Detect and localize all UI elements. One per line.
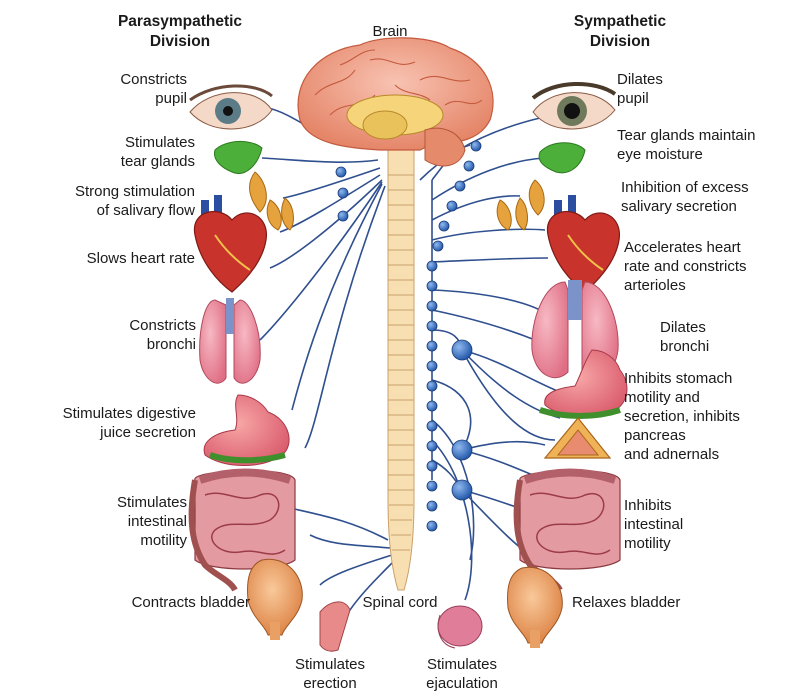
label-line: motility	[40, 531, 187, 550]
label-line: secretion, inhibits	[624, 407, 787, 426]
para-heart-label: Slows heart rate	[5, 249, 195, 268]
label-line: ejaculation	[407, 674, 517, 693]
label-line: Stimulates digestive	[5, 404, 196, 423]
label-line: Tear glands maintain	[617, 126, 787, 145]
label-line: bronchi	[660, 337, 780, 356]
brain	[298, 38, 493, 166]
symp-eye-label: Dilates pupil	[617, 70, 737, 108]
label-line: of salivary flow	[5, 201, 195, 220]
symp-lungs-label: Dilates bronchi	[660, 318, 780, 356]
label-line: Inhibits	[624, 496, 754, 515]
para-intestine-label: Stimulates intestinal motility	[40, 493, 187, 550]
label-line: juice secretion	[5, 423, 196, 442]
label-line: Constricts	[40, 70, 187, 89]
label-line: Inhibition of excess	[621, 178, 787, 197]
symp-stomach-label: Inhibits stomach motility and secretion,…	[624, 369, 787, 464]
label-line: pupil	[617, 89, 737, 108]
stomach-left	[204, 395, 289, 466]
label-line: erection	[280, 674, 380, 693]
label-line: pancreas	[624, 426, 787, 445]
label-line: Dilates	[660, 318, 780, 337]
label-line: Stimulates	[407, 655, 517, 674]
para-bladder-label: Contracts bladder	[60, 593, 250, 612]
label-line: Inhibits stomach	[624, 369, 787, 388]
para-tear-label: Stimulates tear glands	[40, 133, 195, 171]
eye-left	[190, 86, 272, 129]
lungs-left	[200, 298, 261, 383]
heading-line: Division	[540, 32, 700, 52]
label-line: motility and	[624, 388, 787, 407]
bladder-left	[248, 559, 303, 640]
symp-salivary-label: Inhibition of excess salivary secretion	[621, 178, 787, 216]
tear-gland-right	[539, 143, 585, 173]
label-line: salivary secretion	[621, 197, 787, 216]
sympathetic-division-heading: Sympathetic Division	[540, 12, 700, 52]
sympathetic-chain	[432, 145, 470, 480]
label-line: Contracts bladder	[60, 593, 250, 612]
label-line: intestinal	[40, 512, 187, 531]
spinal-cord	[388, 140, 414, 590]
brain-label: Brain	[350, 22, 430, 41]
label-line: Strong stimulation	[5, 182, 195, 201]
para-erection-label: Stimulates erection	[280, 655, 380, 693]
spinal-cord-label: Spinal cord	[350, 593, 450, 612]
heading-line: Sympathetic	[540, 12, 700, 32]
label-line: rate and constricts	[624, 257, 787, 276]
heading-line: Division	[100, 32, 260, 52]
adrenal-gland-right	[545, 418, 610, 458]
penis	[320, 602, 350, 651]
label-line: tear glands	[40, 152, 195, 171]
label-line: Slows heart rate	[5, 249, 195, 268]
label-line: pupil	[40, 89, 187, 108]
symp-heart-label: Accelerates heart rate and constricts ar…	[624, 238, 787, 295]
heart-right	[547, 195, 619, 292]
label-line: Stimulates	[40, 493, 187, 512]
label-line: motility	[624, 534, 754, 553]
parasympathetic-ganglia	[336, 167, 348, 221]
label-line: bronchi	[40, 335, 196, 354]
parasympathetic-division-heading: Parasympathetic Division	[100, 12, 260, 52]
symp-tear-label: Tear glands maintain eye moisture	[617, 126, 787, 164]
label-line: eye moisture	[617, 145, 787, 164]
symp-bladder-label: Relaxes bladder	[572, 593, 732, 612]
heading-line: Parasympathetic	[100, 12, 260, 32]
symp-intestine-label: Inhibits intestinal motility	[624, 496, 754, 553]
heart-left	[194, 195, 266, 292]
label-line: Stimulates	[40, 133, 195, 152]
label-line: arterioles	[624, 276, 787, 295]
para-salivary-label: Strong stimulation of salivary flow	[5, 182, 195, 220]
para-lungs-label: Constricts bronchi	[40, 316, 196, 354]
tear-gland-left	[214, 141, 262, 173]
label-line: Accelerates heart	[624, 238, 787, 257]
symp-ejaculation-label: Stimulates ejaculation	[407, 655, 517, 693]
label-line: Relaxes bladder	[572, 593, 732, 612]
label-line: Dilates	[617, 70, 737, 89]
para-eye-label: Constricts pupil	[40, 70, 187, 108]
salivary-glands-right	[497, 180, 544, 230]
label-line: intestinal	[624, 515, 754, 534]
label-line: Constricts	[40, 316, 196, 335]
para-stomach-label: Stimulates digestive juice secretion	[5, 404, 196, 442]
eye-right	[533, 84, 615, 129]
label-line: and adnernals	[624, 445, 787, 464]
bladder-right	[508, 567, 563, 648]
label-line: Stimulates	[280, 655, 380, 674]
testis	[438, 606, 482, 648]
